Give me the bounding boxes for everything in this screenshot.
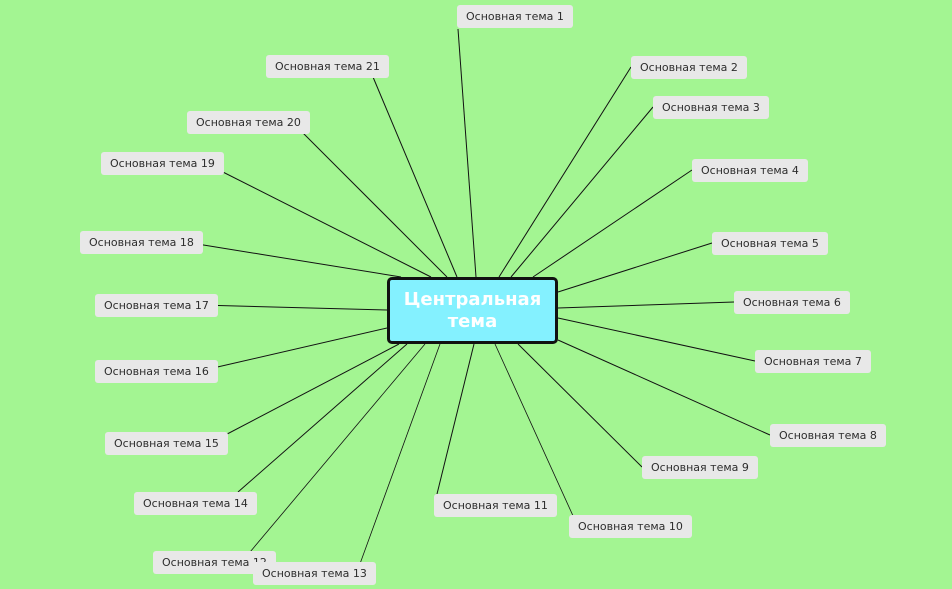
topic-16[interactable]: Основная тема 16 xyxy=(95,360,218,383)
connector-line-10 xyxy=(494,343,575,519)
connector-line-4 xyxy=(532,169,693,278)
connector-line-9 xyxy=(517,343,643,468)
topic-9[interactable]: Основная тема 9 xyxy=(642,456,758,479)
topic-6[interactable]: Основная тема 6 xyxy=(734,291,850,314)
connector-line-7 xyxy=(557,317,756,362)
topic-14[interactable]: Основная тема 14 xyxy=(134,492,257,515)
connector-line-20 xyxy=(291,121,448,278)
topic-8[interactable]: Основная тема 8 xyxy=(770,424,886,447)
connector-line-16 xyxy=(199,327,388,372)
connector-line-2 xyxy=(498,66,632,278)
connector-line-6 xyxy=(557,301,735,309)
topic-2[interactable]: Основная тема 2 xyxy=(631,56,747,79)
connector-line-15 xyxy=(209,343,400,444)
connector-line-13 xyxy=(356,343,441,573)
topic-13[interactable]: Основная тема 13 xyxy=(253,562,376,585)
connector-line-19 xyxy=(204,162,432,278)
topic-17[interactable]: Основная тема 17 xyxy=(95,294,218,317)
topic-3[interactable]: Основная тема 3 xyxy=(653,96,769,119)
connector-line-8 xyxy=(557,339,771,436)
topic-21[interactable]: Основная тема 21 xyxy=(266,55,389,78)
topic-7[interactable]: Основная тема 7 xyxy=(755,350,871,373)
topic-20[interactable]: Основная тема 20 xyxy=(187,111,310,134)
topic-10[interactable]: Основная тема 10 xyxy=(569,515,692,538)
central-topic[interactable]: Центральная тема xyxy=(387,277,558,344)
topic-11[interactable]: Основная тема 11 xyxy=(434,494,557,517)
connector-line-3 xyxy=(510,106,654,278)
topic-1[interactable]: Основная тема 1 xyxy=(457,5,573,28)
topic-4[interactable]: Основная тема 4 xyxy=(692,159,808,182)
connector-line-14 xyxy=(237,343,408,493)
topic-12[interactable]: Основная тема 12 xyxy=(153,551,276,574)
connector-line-11 xyxy=(436,343,475,495)
topic-19[interactable]: Основная тема 19 xyxy=(101,152,224,175)
topic-5[interactable]: Основная тема 5 xyxy=(712,232,828,255)
connector-line-21 xyxy=(372,76,458,278)
connector-line-5 xyxy=(557,242,713,293)
connector-line-17 xyxy=(199,304,388,311)
connector-line-18 xyxy=(184,241,402,278)
connector-line-1 xyxy=(457,28,477,278)
topic-18[interactable]: Основная тема 18 xyxy=(80,231,203,254)
central-topic-label: Центральная тема xyxy=(403,288,542,332)
connector-line-12 xyxy=(244,343,426,559)
topic-15[interactable]: Основная тема 15 xyxy=(105,432,228,455)
